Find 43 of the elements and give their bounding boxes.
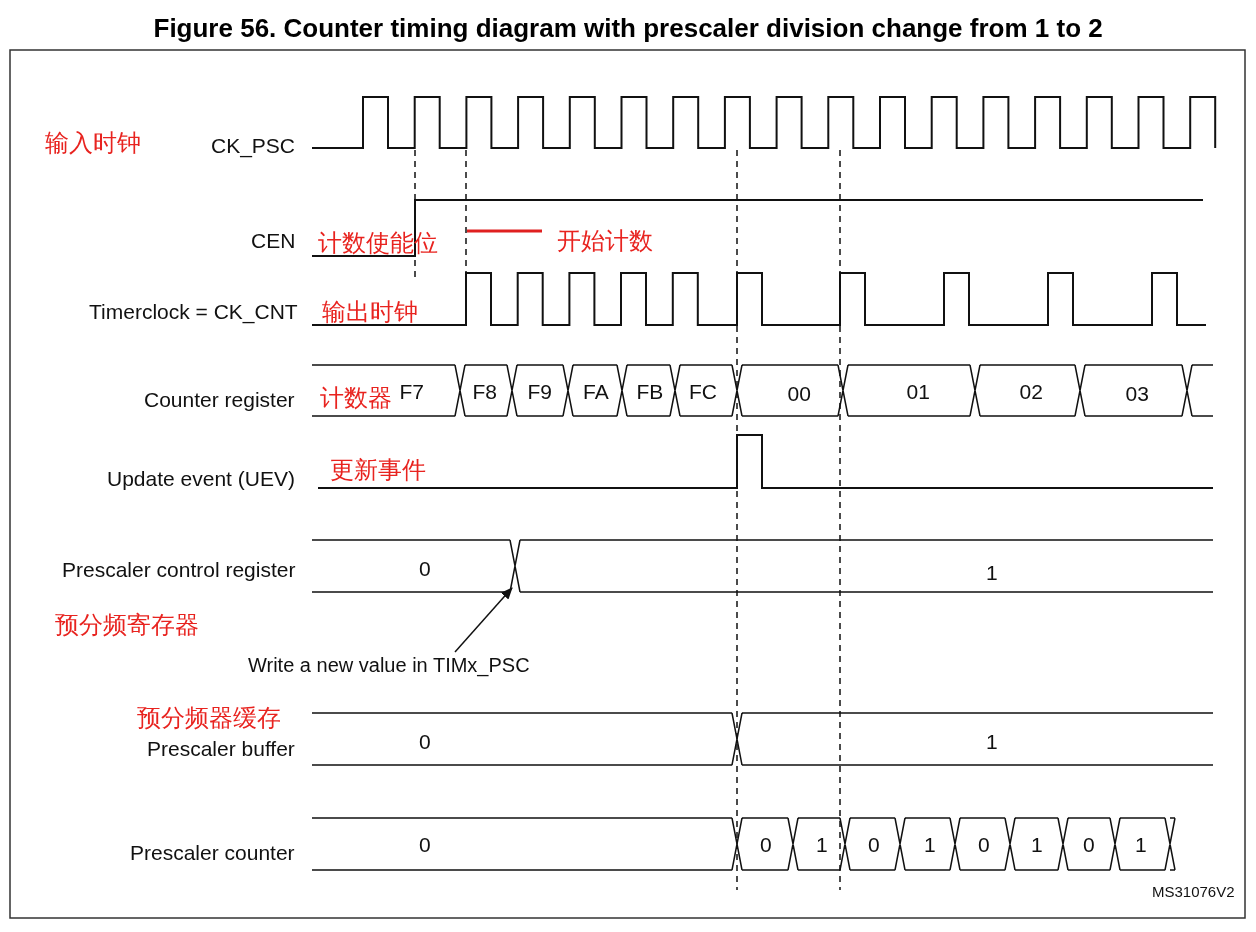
bus-value: F9: [527, 380, 552, 402]
annotation-text: 更新事件: [330, 458, 426, 482]
bus-value: 00: [787, 382, 811, 404]
bus-value: 02: [1019, 380, 1043, 402]
bus-value: 1: [816, 833, 828, 855]
figure-title: Figure 56. Counter timing diagram with prescaler division change from 1 to 2: [153, 15, 1103, 41]
bus-value: FA: [583, 380, 609, 402]
bus-value: 0: [868, 833, 880, 855]
annotation-text: 计数器: [320, 386, 392, 410]
bus-value: 0: [419, 730, 431, 752]
bus-value: 0: [419, 833, 431, 855]
signal-name: Prescaler buffer: [147, 737, 295, 759]
bus-value: F8: [472, 380, 497, 402]
bus-value: 03: [1125, 382, 1149, 404]
bus-value: FC: [689, 380, 717, 402]
bus-value: 0: [978, 833, 990, 855]
signal-name: CEN: [251, 229, 296, 251]
figure-id: MS31076V2: [1152, 883, 1235, 899]
callout-text: Write a new value in TIMx_PSC: [248, 655, 530, 675]
bus-value: 1: [1135, 833, 1147, 855]
bus-value: 0: [760, 833, 772, 855]
signal-name: Prescaler control register: [62, 558, 296, 580]
annotation-text: 输出时钟: [322, 300, 418, 324]
transition-mark: [509, 539, 521, 593]
bus-value: 1: [1031, 833, 1043, 855]
leader-line: [454, 587, 513, 653]
signal-name: Update event (UEV): [107, 467, 295, 489]
annotation-text: 开始计数: [557, 229, 653, 253]
annotation-text: 预分频寄存器: [55, 613, 199, 637]
signal-name: Prescaler counter: [130, 841, 295, 863]
bus-value: 1: [986, 561, 998, 583]
bus-value: 1: [986, 730, 998, 752]
signal-name: Counter register: [144, 388, 295, 410]
bus-value: 01: [906, 380, 930, 402]
bus-value: FB: [636, 380, 664, 402]
bus-value: 0: [419, 557, 431, 579]
signal-name: CK_PSC: [211, 134, 296, 156]
bus-value: 1: [924, 833, 936, 855]
annotation-text: 预分频器缓存: [137, 706, 281, 730]
bus-value: 0: [1083, 833, 1095, 855]
annotation-text: 输入时钟: [45, 131, 141, 155]
bus-value: F7: [399, 380, 424, 402]
signal-name: Timerclock = CK_CNT: [89, 300, 298, 322]
